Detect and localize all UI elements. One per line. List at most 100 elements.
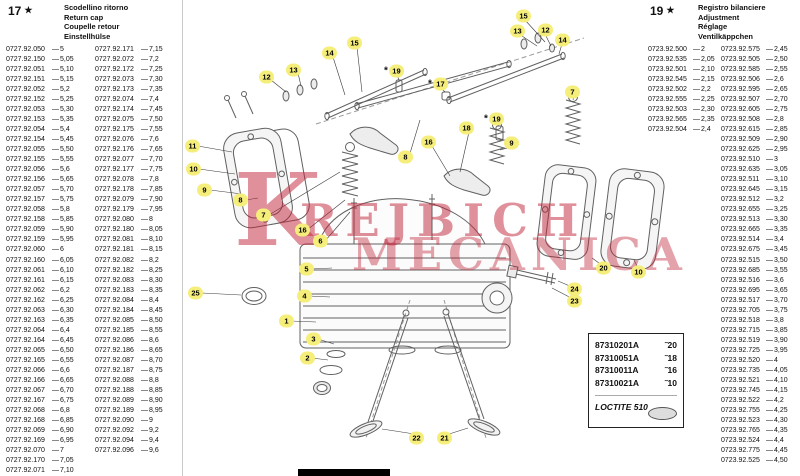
part-size: 5,15 [60,75,74,83]
dash-separator: — [141,437,148,445]
dash-separator: — [766,75,773,83]
part-size: 7,2 [149,55,159,63]
part-number: 0723.92.505 [721,55,760,63]
dash-separator: — [766,296,773,304]
part-number: 0727.92.156 [6,176,45,184]
dash-separator: — [52,447,59,455]
part-row: 0727.92.050 — 5 [6,44,94,54]
part-number: 0723.92.745 [721,387,760,395]
part-size: 3,6 [774,276,784,284]
part-number: 0727.92.090 [95,417,134,425]
part-size: 6,2 [60,286,70,294]
part-size: 6,55 [60,356,74,364]
part-row: 0727.92.085 — 8,50 [95,315,181,325]
part-size: 9,6 [149,447,159,455]
part-size: 8,8 [149,377,159,385]
part-number: 0727.92.070 [6,447,45,455]
part-number: 0723.92.575 [721,45,760,53]
part-number: 0727.92.074 [95,95,134,103]
part-number: 0727.92.187 [95,367,134,375]
part-size: 8,30 [149,276,163,284]
part-row: 0727.92.089 — 8,90 [95,396,181,406]
part-size: 7,45 [149,105,163,113]
part-row: 0723.92.725 — 3,95 [721,345,799,355]
parts-box-row: 87310051A ˜18 [595,352,677,365]
part-size: 5,95 [60,236,74,244]
dash-separator: — [52,276,59,284]
part-number: 0727.92.084 [95,296,134,304]
part-row: 0727.92.056 — 5,6 [6,165,94,175]
dash-separator: — [141,286,148,294]
part-number: 0723.92.521 [721,377,760,385]
dash-separator: — [141,145,148,153]
part-number: 0723.92.605 [721,105,760,113]
part-size: 7,65 [149,145,163,153]
part-number: 0723.92.715 [721,326,760,334]
part-size: 5,70 [60,186,74,194]
dash-separator: — [693,105,700,113]
dash-separator: — [766,276,773,284]
part-row: 0723.92.518 — 3,8 [721,315,799,325]
part-number: 0727.92.078 [95,176,134,184]
part-size: 2 [701,45,705,53]
part-row: 0723.92.545 — 2,15 [648,74,720,84]
part-size: 8,90 [149,397,163,405]
part-number: 0723.92.585 [721,65,760,73]
left-parts-column-1: 0727.92.050 — 5 0727.92.150 — 5,05 0727.… [6,44,94,476]
part-number: 0727.92.161 [6,276,45,284]
dash-separator: — [52,306,59,314]
part-number: 0727.92.179 [95,206,134,214]
dash-separator: — [141,95,148,103]
dash-separator: — [766,387,773,395]
part-size: 6 [60,246,64,254]
part-size: 6,35 [60,316,74,324]
loctite-note: LOCTITE 510 [595,395,677,412]
part-row: 0727.92.053 — 5,30 [6,104,94,114]
part-size: 7,05 [60,457,74,465]
part-row: 0723.92.525 — 4,50 [721,456,799,466]
part-row: 0727.92.172 — 7,25 [95,64,181,74]
dash-separator: — [52,226,59,234]
part-size: 6,45 [60,336,74,344]
part-number: 0727.92.150 [6,55,45,63]
part-row: 0727.92.186 — 8,65 [95,345,181,355]
dash-separator: — [52,296,59,304]
part-size: 2,35 [701,115,715,123]
part-row: 0727.92.075 — 7,50 [95,114,181,124]
part-row: 0727.92.180 — 8,05 [95,225,181,235]
part-qty: ˜18 [664,352,677,363]
part-number: 0727.92.068 [6,407,45,415]
part-row: 0727.92.082 — 8,2 [95,255,181,265]
part-size: 4,4 [774,437,784,445]
dash-separator: — [766,286,773,294]
part-row: 0727.92.169 — 6,95 [6,436,94,446]
part-size: 8,10 [149,236,163,244]
part-row: 0723.92.510 — 3 [721,155,799,165]
part-size: 8,55 [149,326,163,334]
part-number: 0727.92.069 [6,427,45,435]
dash-separator: — [141,417,148,425]
part-number: 0727.92.176 [95,145,134,153]
part-number: 0727.92.086 [95,336,134,344]
dash-separator: — [766,45,773,53]
part-size: 4,35 [774,427,788,435]
part-number: 0727.92.082 [95,256,134,264]
part-number: 0723.92.525 [721,457,760,465]
dash-separator: — [52,256,59,264]
part-number: 0727.92.182 [95,266,134,274]
part-row: 0723.92.511 — 3,10 [721,175,799,185]
part-number: 0727.92.174 [95,105,134,113]
dash-separator: — [52,326,59,334]
table-19-label: 19 [650,4,664,18]
part-row: 0727.92.078 — 7,8 [95,175,181,185]
right-parts-column-1: 0723.92.500 — 2 0723.92.535 — 2,05 0723.… [648,44,720,134]
dash-separator: — [141,65,148,73]
title-german: Einstellhülse [64,31,111,41]
dash-separator: — [52,95,59,103]
part-number: 0727.92.050 [6,45,45,53]
part-number: 0727.92.072 [95,55,134,63]
part-size: 7,70 [149,156,163,164]
part-row: 0723.92.565 — 2,35 [648,114,720,124]
part-number: 0723.92.685 [721,266,760,274]
part-size: 5,45 [60,135,74,143]
